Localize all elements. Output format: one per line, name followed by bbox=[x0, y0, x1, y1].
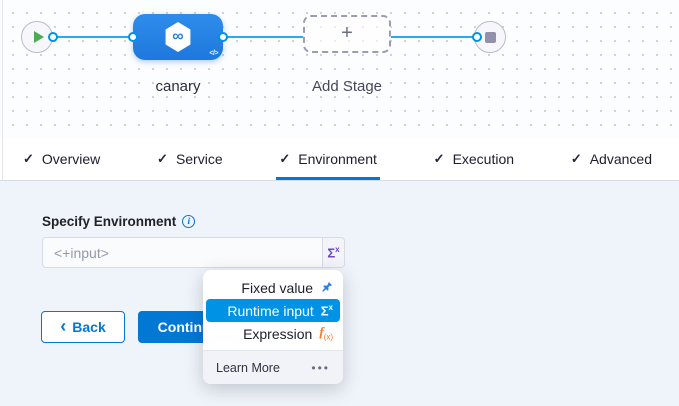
input-type-toggle-button[interactable]: Σx bbox=[322, 238, 344, 267]
menu-item-label: Expression bbox=[243, 325, 313, 342]
menu-item-fixed-value[interactable]: Fixed value bbox=[203, 276, 343, 299]
chevron-left-icon: ‹ bbox=[60, 315, 67, 336]
pipeline-link bbox=[391, 36, 477, 38]
environment-input[interactable] bbox=[43, 238, 322, 267]
tab-environment[interactable]: ✓ Environment bbox=[276, 138, 380, 180]
check-icon: ✓ bbox=[279, 151, 291, 166]
specify-environment-label: Specify Environment i bbox=[42, 214, 196, 229]
check-icon: ✓ bbox=[570, 151, 582, 166]
pin-icon bbox=[320, 281, 333, 294]
tab-execution[interactable]: ✓ Execution bbox=[431, 138, 517, 180]
environment-panel: Specify Environment i Σx ‹ Back Continue… bbox=[0, 181, 679, 406]
code-icon: </> bbox=[209, 50, 218, 57]
infinity-icon: ∞ bbox=[172, 27, 184, 45]
tab-service[interactable]: ✓ Service bbox=[154, 138, 226, 180]
more-options-icon[interactable]: ••• bbox=[311, 360, 330, 375]
pipeline-start-node[interactable] bbox=[21, 21, 53, 53]
connector-dot bbox=[218, 32, 228, 42]
tab-label: Overview bbox=[41, 151, 101, 167]
stop-icon bbox=[484, 31, 496, 43]
tab-label: Execution bbox=[452, 151, 515, 167]
check-icon: ✓ bbox=[23, 151, 34, 166]
pipeline-link bbox=[53, 36, 133, 38]
connector-dot bbox=[48, 32, 58, 42]
input-type-menu: Fixed value Runtime input Σx Expression … bbox=[203, 270, 343, 384]
tab-label: Service bbox=[175, 151, 223, 167]
stage-tabbar: ✓ Overview ✓ Service ✓ Environment ✓ Exe… bbox=[0, 138, 679, 181]
tab-label: Environment bbox=[298, 151, 377, 167]
input-type-menu-items: Fixed value Runtime input Σx Expression … bbox=[203, 270, 343, 350]
stage-name-label: canary bbox=[155, 78, 201, 95]
menu-item-expression[interactable]: Expression f(x) bbox=[203, 322, 343, 345]
tab-advanced[interactable]: ✓ Advanced bbox=[568, 138, 655, 180]
plus-icon: + bbox=[341, 22, 353, 44]
menu-item-runtime-input[interactable]: Runtime input Σx bbox=[206, 299, 340, 322]
learn-more-link[interactable]: Learn More bbox=[216, 360, 280, 375]
tab-label: Advanced bbox=[589, 151, 652, 167]
runtime-sigma-icon: Σx bbox=[320, 302, 333, 319]
connector-dot bbox=[128, 32, 138, 42]
menu-item-label: Fixed value bbox=[241, 279, 313, 296]
pipeline-canvas[interactable]: ∞ </> + canary Add Stage bbox=[0, 0, 679, 138]
panel-edge-divider bbox=[2, 0, 3, 181]
menu-footer: Learn More ••• bbox=[203, 350, 343, 384]
tab-overview[interactable]: ✓ Overview bbox=[20, 138, 103, 180]
add-stage-label: Add Stage bbox=[311, 78, 383, 95]
back-label: Back bbox=[72, 319, 106, 335]
menu-item-label: Runtime input bbox=[227, 302, 314, 319]
runtime-sigma-icon: Σx bbox=[327, 244, 340, 261]
expression-fx-icon: f(x) bbox=[319, 324, 333, 342]
cd-hexagon-icon: ∞ bbox=[165, 22, 191, 52]
play-icon bbox=[33, 31, 44, 43]
field-label-text: Specify Environment bbox=[42, 214, 177, 229]
connector-dot bbox=[472, 32, 482, 42]
back-button[interactable]: ‹ Back bbox=[41, 311, 125, 343]
check-icon: ✓ bbox=[433, 151, 445, 166]
pipeline-link bbox=[223, 36, 303, 38]
environment-input-group: Σx bbox=[42, 237, 345, 268]
check-icon: ✓ bbox=[157, 151, 168, 166]
add-stage-button[interactable]: + bbox=[303, 15, 391, 53]
stage-node-canary[interactable]: ∞ </> bbox=[133, 14, 223, 60]
info-icon[interactable]: i bbox=[182, 215, 196, 228]
